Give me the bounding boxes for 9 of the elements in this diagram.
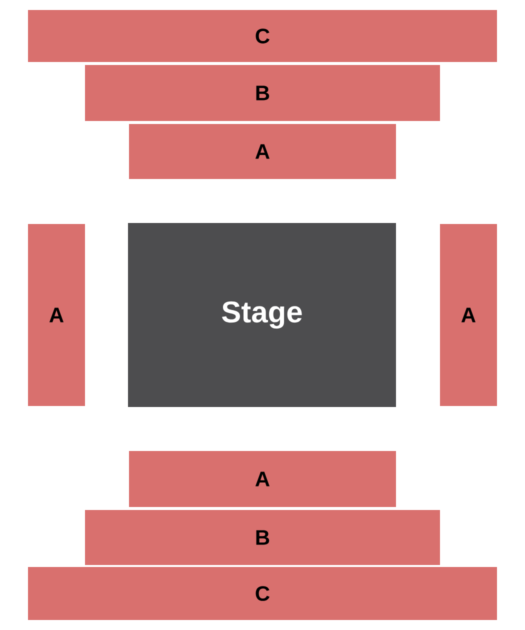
seating-section: C — [28, 10, 497, 62]
seating-section: A — [129, 451, 396, 507]
seating-section: B — [85, 65, 440, 121]
seating-section: A — [129, 124, 396, 179]
seating-section: A — [440, 224, 497, 406]
seating-section: B — [85, 510, 440, 565]
seating-section: A — [28, 224, 85, 406]
seating-section: C — [28, 567, 497, 620]
stage: Stage — [128, 223, 396, 407]
